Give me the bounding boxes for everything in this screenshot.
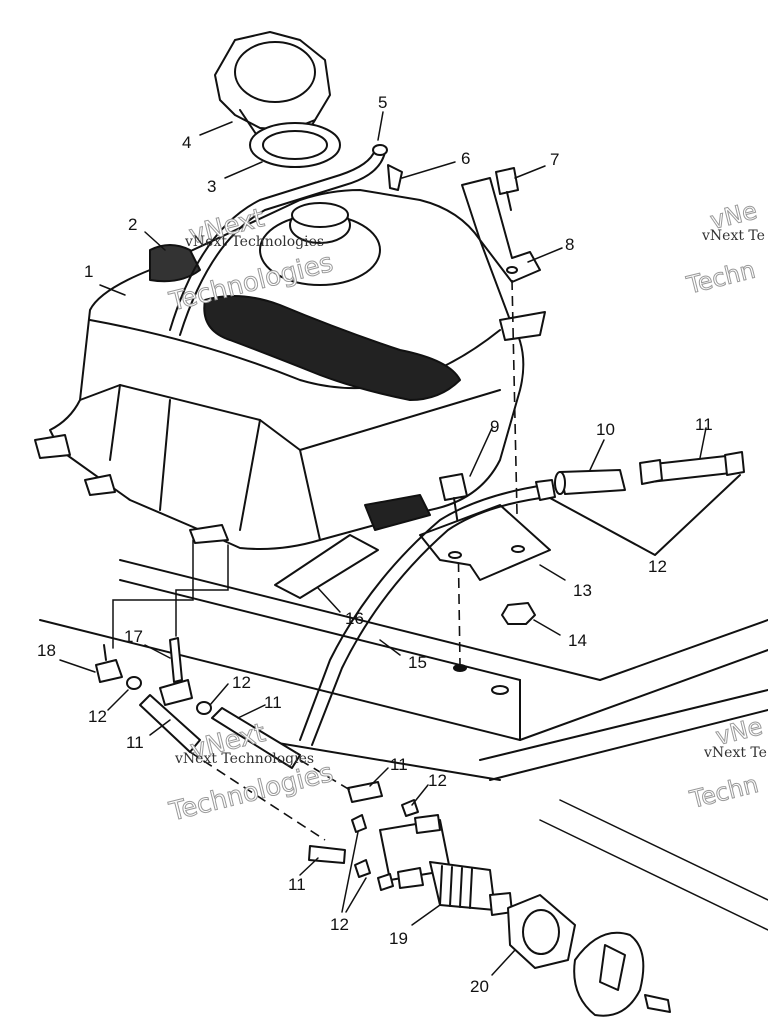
hose-clamps xyxy=(351,799,419,891)
main-fuel-line xyxy=(299,479,556,746)
callout-10: 10 xyxy=(596,420,615,439)
vent-hose xyxy=(169,144,388,336)
foam-strip xyxy=(274,494,431,599)
watermark-big-4: Technologies xyxy=(166,758,336,828)
watermark-corner-4: Techn xyxy=(687,770,762,814)
callout-1: 1 xyxy=(84,262,93,281)
callout-12-filter-clamps: 12 xyxy=(648,557,667,576)
callout-9: 9 xyxy=(490,417,499,436)
callout-11-left: 11 xyxy=(126,733,144,752)
elbow-fitting-left xyxy=(95,644,142,690)
callout-16: 16 xyxy=(345,609,364,628)
callout-3: 3 xyxy=(207,177,216,196)
fuel-tank xyxy=(34,189,546,550)
lower-bracket xyxy=(419,504,551,581)
callout-12-left: 12 xyxy=(88,707,107,726)
callout-11-filter-hose: 11 xyxy=(695,415,713,434)
bracket-bolt xyxy=(495,167,519,211)
mounting-bracket xyxy=(461,177,541,283)
callout-6: 6 xyxy=(461,149,470,168)
cap-gasket xyxy=(249,122,341,168)
callout-14: 14 xyxy=(568,631,587,650)
callout-11-upper: 11 xyxy=(264,693,282,712)
watermark-right-top: vNe Techn xyxy=(683,196,760,300)
callout-12-right: 12 xyxy=(428,771,447,790)
callout-12-tee: 12 xyxy=(232,673,251,692)
callout-8: 8 xyxy=(565,235,574,254)
valve-panel-nut xyxy=(507,894,576,969)
in-line-fuel-filter xyxy=(554,469,626,495)
watermark-small-2: vNext Technologies xyxy=(174,751,314,767)
callout-19: 19 xyxy=(389,929,408,948)
callout-17: 17 xyxy=(124,627,143,646)
frame-rails xyxy=(39,559,768,931)
short-hoses xyxy=(139,694,383,864)
fuel-cap xyxy=(214,31,331,146)
watermark-small-1: vNext Technologies xyxy=(184,234,324,250)
callout-numbers: 1 2 3 4 5 6 7 8 9 10 11 12 13 14 15 16 1… xyxy=(37,93,713,996)
vent-fitting xyxy=(387,164,403,191)
watermark-corner-small-1: vNext Te xyxy=(701,228,765,244)
callout-20: 20 xyxy=(470,977,489,996)
callout-12-lower: 12 xyxy=(330,915,349,934)
watermark-corner-2: Techn xyxy=(683,256,758,300)
watermark-right-bottom: vNe Techn xyxy=(686,712,766,815)
filter-hose xyxy=(639,451,745,485)
leader-lines xyxy=(59,111,707,976)
callout-5: 5 xyxy=(378,93,387,112)
callout-18: 18 xyxy=(37,641,56,660)
callout-13: 13 xyxy=(573,581,592,600)
watermark-corner-small-2: vNext Te xyxy=(703,745,767,761)
callout-11-right: 11 xyxy=(390,755,408,774)
callout-2: 2 xyxy=(128,215,137,234)
callout-15: 15 xyxy=(408,653,427,672)
callout-7: 7 xyxy=(550,150,559,169)
valve-knob xyxy=(573,931,671,1017)
fuel-shutoff-valve xyxy=(379,814,513,916)
lock-nut xyxy=(453,602,536,672)
callout-11-lower: 11 xyxy=(288,875,306,894)
callout-4: 4 xyxy=(182,133,191,152)
tee-fitting xyxy=(159,637,212,715)
